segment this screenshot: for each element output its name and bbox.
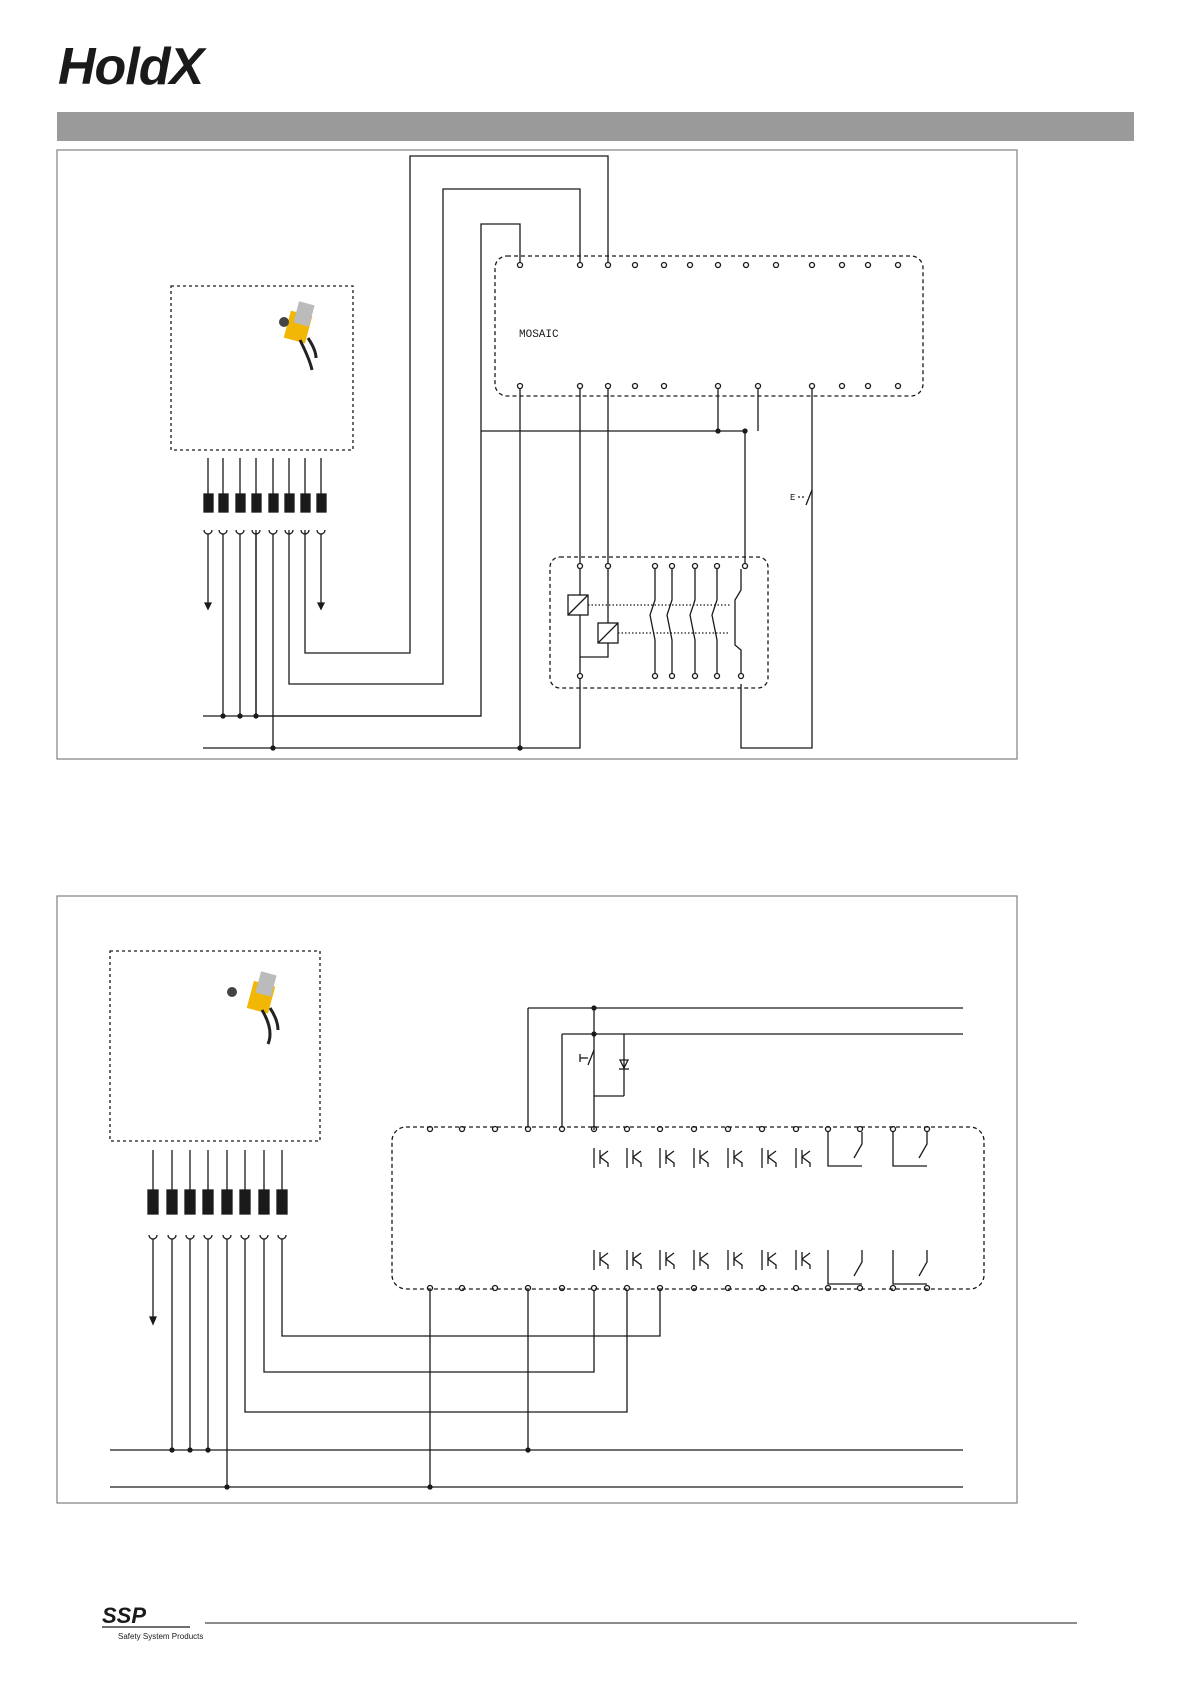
diagram-2 [57, 896, 1017, 1503]
mosaic-label: MOSAIC [519, 329, 559, 341]
switch-e-label: E [790, 493, 795, 503]
connector-2 [148, 1150, 660, 1487]
wire-top-3 [256, 224, 520, 716]
holdx-device-box-1 [171, 286, 353, 450]
diagram-1: E [57, 150, 1017, 759]
module-bottom-terminals [428, 1286, 930, 1291]
holdx-device-icon [279, 301, 316, 370]
ssp-logo-text: SSP [102, 1603, 146, 1628]
relay-top-terminals [578, 564, 748, 569]
wire-top-2 [289, 189, 580, 684]
diagram-1-frame [57, 150, 1017, 759]
bus-bottom-2 [203, 679, 580, 748]
holdx-device-box-2 [110, 951, 320, 1141]
transistor-output-icon [594, 1132, 927, 1284]
relay-bottom-terminals [578, 674, 744, 679]
wire-top-1 [305, 156, 608, 653]
relay-coil-icon [568, 569, 741, 673]
connector-1 [204, 458, 326, 748]
holdx-logo-text: HoldX [58, 38, 208, 96]
holdx-logo: HoldX [58, 38, 208, 96]
push-button-icon [580, 1050, 594, 1065]
ground-arrow-icon [150, 1317, 156, 1324]
safety-module-box [392, 1127, 984, 1289]
mosaic-bottom-terminals [518, 384, 901, 389]
header-bar [57, 112, 1134, 141]
switch-e: E [790, 490, 812, 505]
ssp-tagline: Safety System Products [118, 1632, 203, 1641]
holdx-device-icon-2 [227, 971, 278, 1044]
ssp-footer-logo: SSP Safety System Products [102, 1603, 203, 1641]
mosaic-top-terminals [518, 263, 901, 268]
mosaic-controller-box [495, 256, 923, 396]
